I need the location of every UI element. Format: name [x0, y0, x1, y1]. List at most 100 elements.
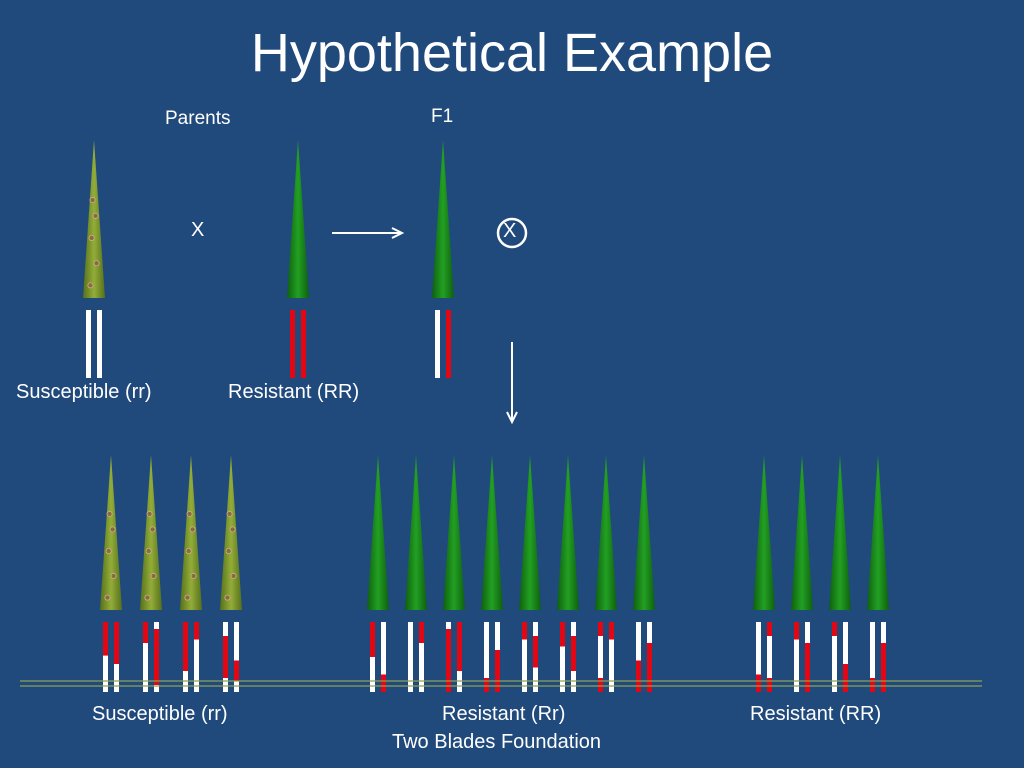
chromosome-segment: [446, 310, 451, 378]
rust-lesion: [186, 510, 193, 517]
chromosome-segment: [446, 629, 451, 692]
chromosome-segment: [495, 650, 500, 692]
susceptible-leaf: [100, 455, 122, 610]
credit-label: Two Blades Foundation: [392, 731, 602, 753]
resistant-leaf: [443, 455, 465, 610]
chromosome-segment: [370, 657, 375, 692]
rust-lesion: [104, 594, 111, 601]
chromosome-segment: [435, 310, 440, 378]
chromosome-segment: [870, 622, 875, 636]
parents-label: Parents: [165, 108, 231, 129]
resistant-leaf: [432, 140, 454, 298]
offspring-susceptible-label: Susceptible (rr): [92, 703, 228, 725]
chromosome-segment: [86, 310, 91, 378]
chromosome-segment: [114, 664, 119, 692]
chromosome-segment: [484, 622, 489, 678]
chromosome-segment: [843, 664, 848, 692]
chromosome-segment: [234, 660, 239, 682]
chromosome-segment: [183, 622, 188, 671]
chromosome-segment: [419, 643, 424, 692]
chromosome-segment: [301, 310, 306, 378]
rust-lesion: [226, 510, 233, 517]
chromosome-segment: [843, 622, 848, 664]
chromosome-segment: [114, 622, 119, 664]
chromosome-segment: [767, 636, 772, 678]
rust-lesion: [110, 572, 117, 579]
offspring-resistant-label: Resistant (RR): [750, 703, 882, 725]
resistant-leaf: [367, 455, 389, 610]
cross-symbol: X: [191, 219, 205, 241]
rust-lesion: [145, 548, 152, 555]
rust-lesion: [185, 548, 192, 555]
chromosome-segment: [457, 622, 462, 671]
rust-lesion: [189, 526, 196, 533]
chromosome-segment: [533, 636, 538, 668]
rust-lesion: [109, 526, 116, 533]
chromosome-segment: [154, 629, 159, 685]
chromosome-segment: [381, 622, 386, 675]
chromosome-segment: [870, 678, 875, 692]
rust-lesion: [92, 212, 99, 219]
chromosome-segment: [647, 643, 652, 692]
chromosome-segment: [794, 622, 799, 640]
rust-lesion: [93, 260, 100, 267]
chromosome-segment: [419, 622, 424, 643]
resistant-leaf: [519, 455, 541, 610]
right-arrow-head-icon: [391, 227, 405, 239]
chromosome-segment: [756, 636, 761, 675]
rust-lesion: [225, 548, 232, 555]
chromosome-segment: [598, 636, 603, 678]
rust-lesion: [230, 572, 237, 579]
chromosome-segment: [223, 622, 228, 636]
chromosome-segment: [571, 636, 576, 671]
resistant-leaf: [405, 455, 427, 610]
self-cross-label: X: [503, 220, 517, 242]
chromosome-segment: [97, 310, 102, 378]
rust-lesion: [229, 526, 236, 533]
chromosome-segment: [484, 678, 489, 692]
susceptible-leaf: [83, 140, 105, 298]
resistant-leaf: [753, 455, 775, 610]
resistant-leaf: [481, 455, 503, 610]
rust-lesion: [87, 282, 94, 289]
susceptible-parent-label: Susceptible (rr): [16, 381, 152, 403]
rust-lesion: [146, 510, 153, 517]
chromosome-segment: [370, 622, 375, 657]
chromosome-segment: [598, 678, 603, 692]
susceptible-leaf: [220, 455, 242, 610]
chromosome-segment: [194, 639, 199, 692]
chromosome-segment: [234, 622, 239, 661]
offspring-heterozygous-label: Resistant (Rr): [442, 703, 566, 725]
resistant-parent-label: Resistant (RR): [228, 381, 360, 403]
susceptible-leaf: [180, 455, 202, 610]
resistant-leaf: [557, 455, 579, 610]
chromosome-segment: [103, 622, 108, 656]
chromosome-segment: [194, 622, 199, 640]
self-cross-circle-icon: [496, 217, 528, 249]
chromosome-segment: [408, 622, 413, 654]
chromosome-segment: [290, 310, 295, 378]
chromosome-segment: [381, 674, 386, 692]
chromosome-segment: [767, 622, 772, 636]
susceptible-leaf: [140, 455, 162, 610]
rust-lesion: [150, 572, 157, 579]
rust-lesion: [190, 572, 197, 579]
resistant-leaf: [867, 455, 889, 610]
chromosome-segment: [143, 622, 148, 643]
slide-title: Hypothetical Example: [250, 23, 774, 83]
chromosome-segment: [881, 622, 886, 643]
chromosome-segment: [756, 674, 761, 692]
rust-lesion: [149, 526, 156, 533]
resistant-leaf: [829, 455, 851, 610]
resistant-leaf: [595, 455, 617, 610]
rust-lesion: [88, 234, 95, 241]
f1-label: F1: [431, 106, 454, 127]
chromosome-segment: [870, 636, 875, 678]
chromosome-segment: [234, 681, 239, 692]
down-arrow-head-icon: [506, 411, 518, 425]
rust-lesion: [106, 510, 113, 517]
chromosome-segment: [805, 622, 810, 643]
chromosome-segment: [805, 678, 810, 692]
resistant-leaf: [287, 140, 309, 298]
